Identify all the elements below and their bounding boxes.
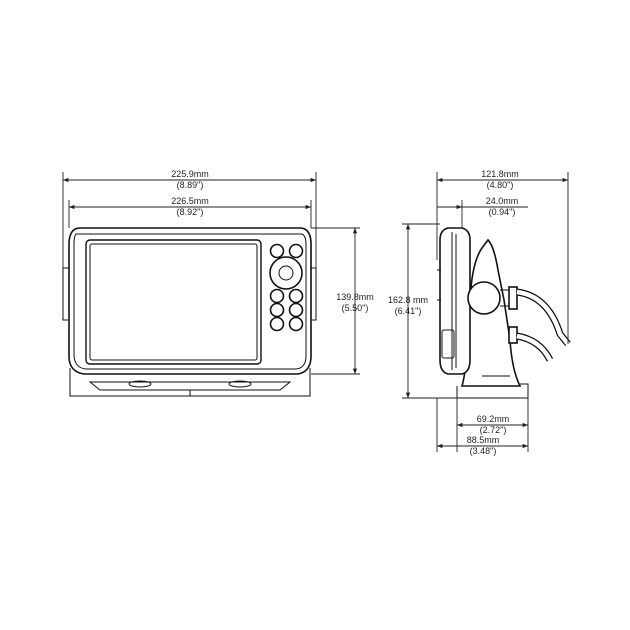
dim-unit-depth: 24.0mm (0.94") [437, 196, 528, 228]
dim-bezel-width: 226.5mm (8.92") [68, 196, 312, 228]
overall-width-imperial: (8.89") [177, 180, 204, 190]
left-bracket-ear [62, 267, 70, 321]
mount-hole-left [128, 380, 152, 388]
key-button [269, 288, 285, 304]
overall-height-metric: 162.8 mm [388, 295, 428, 305]
unit-side-profile [439, 227, 471, 375]
key-button [269, 302, 285, 318]
bracket-base-inner-metric: 69.2mm [477, 414, 510, 424]
key-button [288, 243, 304, 259]
bracket-base-outer-metric: 88.5mm [467, 435, 500, 445]
dim-bracket-base-outer: 88.5mm (3.48") [436, 398, 528, 456]
bracket-base-inner-imperial: (2.72") [480, 425, 507, 435]
overall-width-metric: 225.9mm [171, 169, 209, 179]
keypad [269, 243, 304, 332]
display-screen [85, 239, 262, 365]
mount-hole-right [228, 380, 252, 388]
side-depth-imperial: (4.80") [487, 180, 514, 190]
bezel-width-imperial: (8.92") [177, 207, 204, 217]
dim-overall-width: 225.9mm (8.89") [62, 169, 317, 268]
key-button [288, 288, 304, 304]
display-height-imperial: (5.50") [342, 303, 369, 313]
side-view [437, 227, 571, 399]
bracket-base-outer-imperial: (3.48") [470, 446, 497, 456]
dim-side-depth: 121.8mm (4.80") [436, 169, 569, 344]
dpad-center [278, 265, 294, 281]
bezel-width-metric: 226.5mm [171, 196, 209, 206]
dim-bracket-base-inner: 69.2mm (2.72") [456, 398, 529, 452]
key-button [288, 316, 304, 332]
side-card-slot [441, 329, 455, 359]
unit-depth-metric: 24.0mm [486, 196, 519, 206]
side-depth-metric: 121.8mm [481, 169, 519, 179]
key-button [269, 243, 285, 259]
dim-overall-height: 162.8 mm (6.41") [388, 223, 457, 399]
key-button [269, 316, 285, 332]
display-height-metric: 139.8mm [336, 292, 374, 302]
connector-bottom [508, 326, 518, 344]
bracket-foot [88, 381, 292, 391]
connector-top [508, 286, 518, 310]
housing-inner-edge [73, 233, 307, 370]
key-button [288, 302, 304, 318]
mount-knob [467, 281, 501, 315]
display-inner [89, 243, 258, 361]
front-view [62, 227, 317, 397]
unit-depth-imperial: (0.94") [489, 207, 516, 217]
overall-height-imperial: (6.41") [395, 306, 422, 316]
dim-display-height: 139.8mm (5.50") [311, 227, 374, 375]
dpad-button [269, 256, 303, 290]
bracket-base-plate [457, 383, 529, 399]
